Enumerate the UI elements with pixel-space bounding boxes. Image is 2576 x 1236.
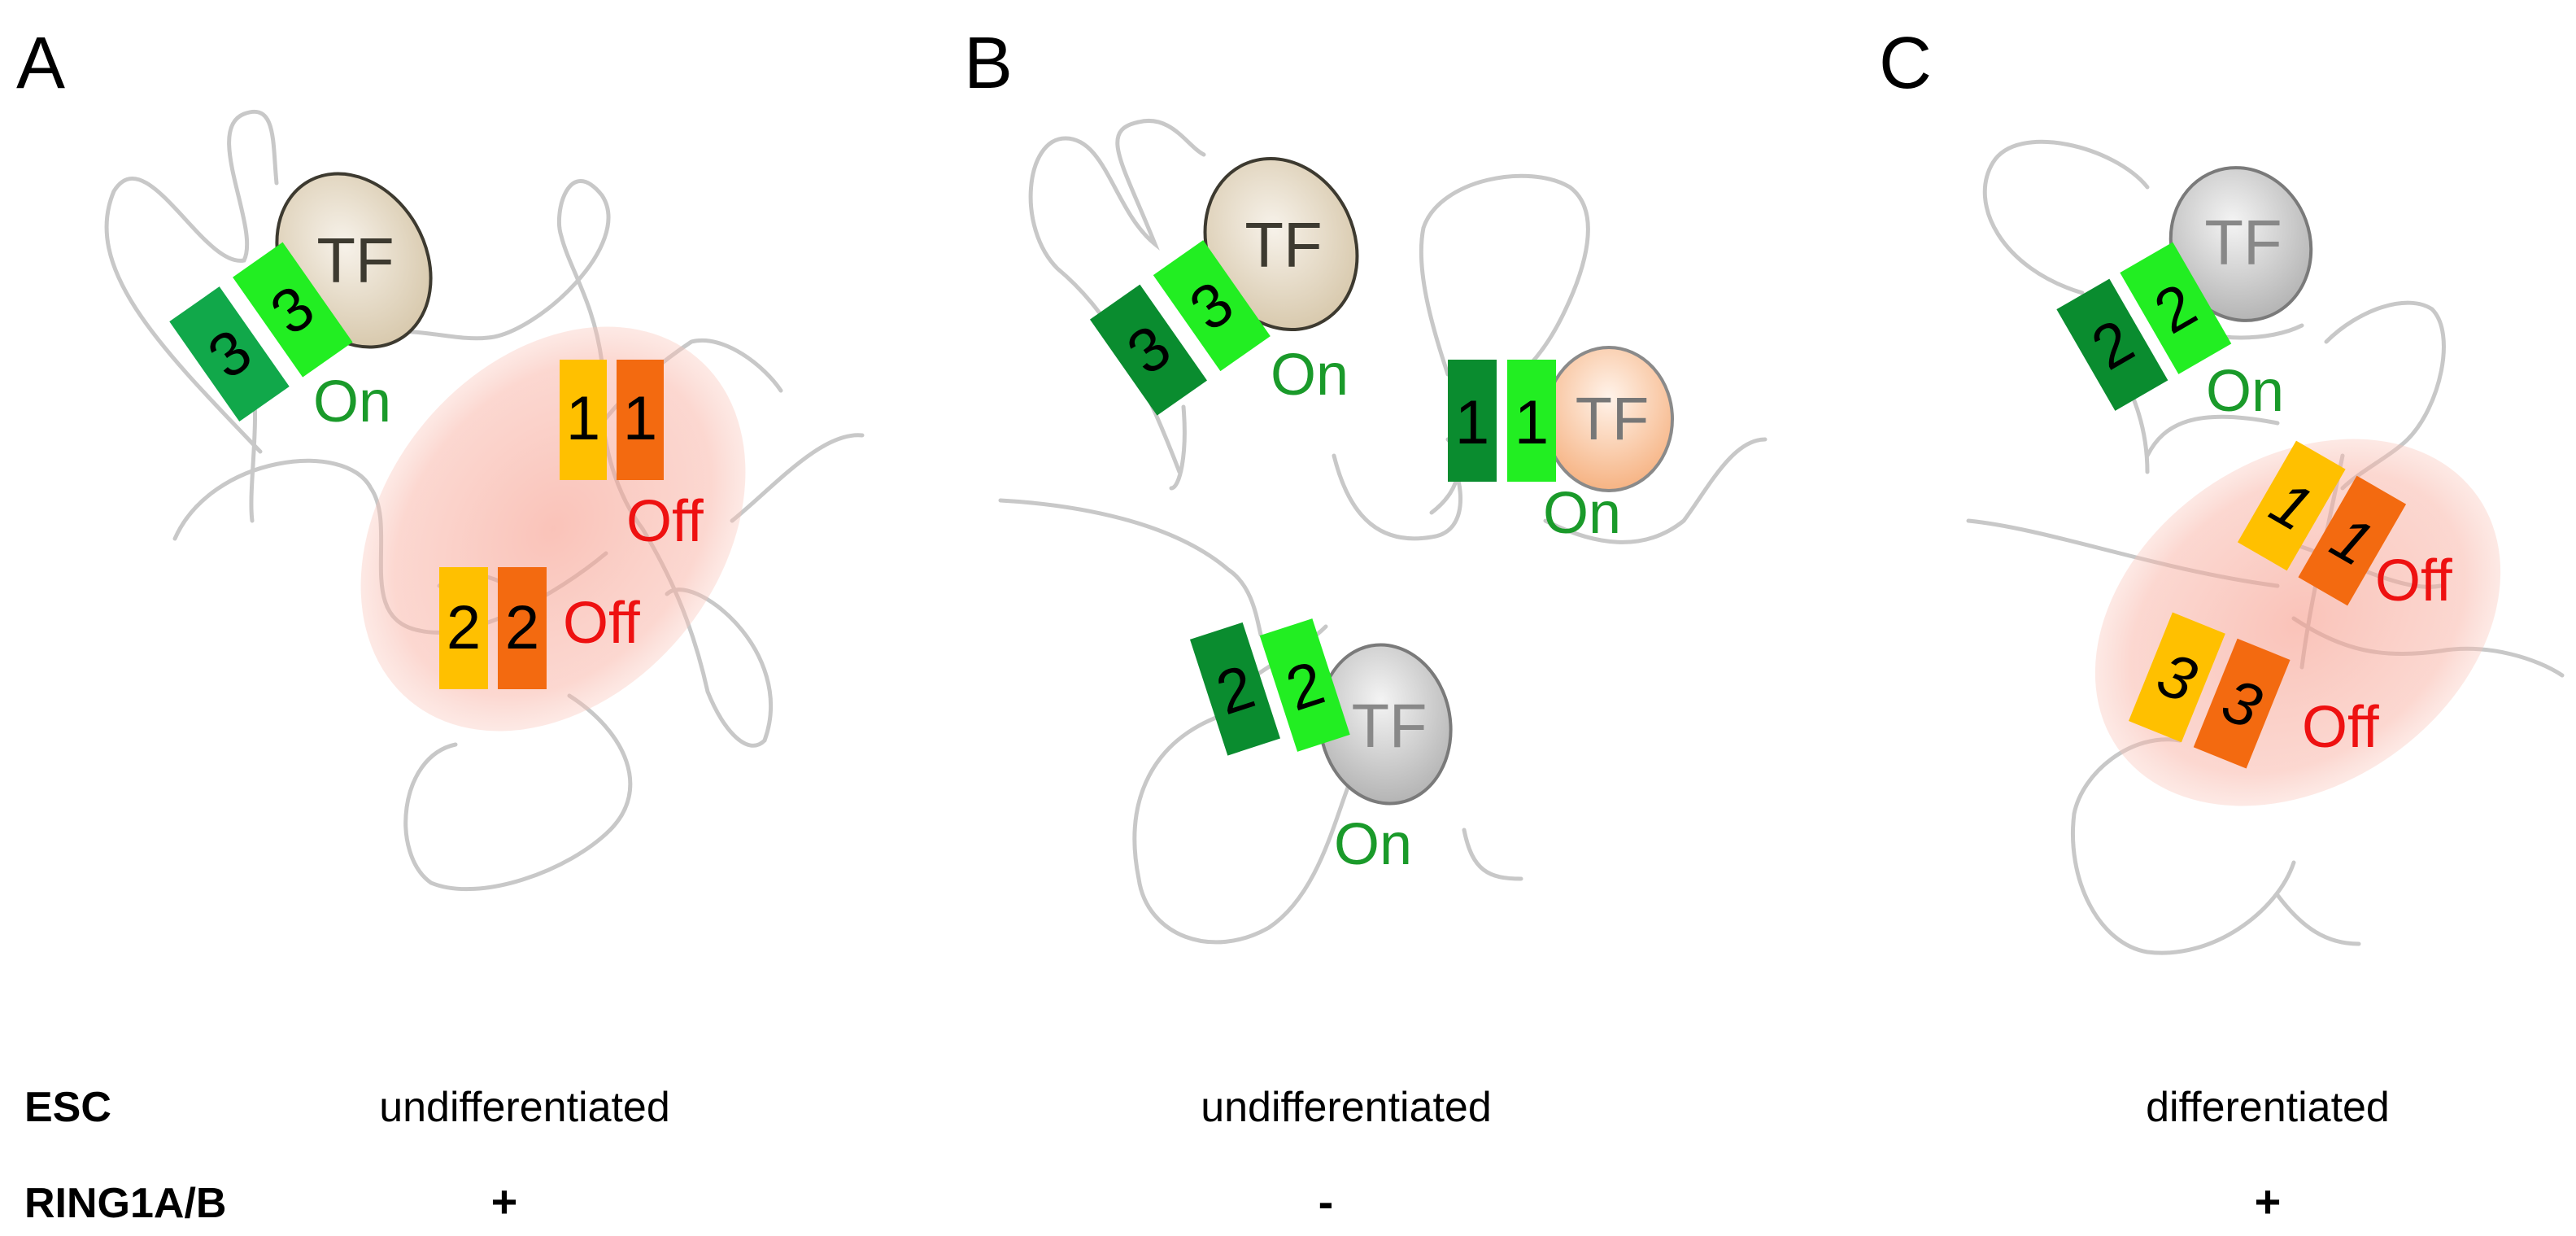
polycomb-domain [2094,439,2501,806]
on-label: On [2206,359,2284,424]
gene-box [2128,612,2225,743]
on-label: On [313,369,391,435]
gene-box [560,360,607,480]
gene-box [617,360,664,480]
tf-bubble-b2: TF [1544,346,1674,492]
tf-bubble-c: TF [2168,166,2313,322]
esc-row-label: ESC [24,1084,111,1131]
tf-label: TF [1352,692,1427,761]
panel-b: B TF 3 3 On TF [964,23,1767,945]
ring-value-c: + [2255,1176,2282,1227]
tf-label: TF [2204,207,2282,278]
panel-c: C TF 2 2 On 1 [1879,23,2565,955]
gene-pair-2-on: 2 2 [1189,618,1350,756]
gene-box [2056,278,2168,411]
gene-pair-1-off: 1 1 [560,360,664,480]
gene-box [1507,360,1556,482]
tf-label: TF [1576,385,1649,452]
gene-pair-1-on: 1 1 [1448,360,1556,482]
tf-bubble-b1: TF [1203,156,1359,332]
off-label: Off [626,489,704,554]
ring-value-b: - [1319,1176,1334,1227]
gene-box [439,567,488,689]
gene-box [498,567,547,689]
off-label: Off [2302,695,2380,760]
off-label: Off [563,591,641,656]
gene-box [1448,360,1497,482]
chromatin-fiber [998,118,1767,945]
esc-value-b: undifferentiated [1201,1084,1492,1131]
gene-box [1189,622,1280,756]
on-label: On [1271,343,1349,408]
gene-box [169,286,290,422]
panel-a: A TF 3 3 On 1 1 [16,23,865,892]
gene-box [1089,284,1208,416]
gene-pair-3-off: 3 3 [2128,612,2291,769]
gene-box [233,242,353,378]
gene-box [2237,440,2346,571]
panel-a-letter: A [16,23,65,104]
gene-pair-3-on: 3 3 [169,242,353,422]
off-label: Off [2375,548,2453,614]
condition-table: ESC undifferentiated undifferentiated di… [24,1084,2390,1227]
panel-c-letter: C [1879,23,1932,104]
esc-value-c: differentiated [2146,1084,2390,1131]
gene-box [2120,242,2232,374]
on-label: On [1334,812,1412,877]
ring-row-label: RING1A/B [24,1180,226,1227]
gene-box [1259,618,1350,752]
gene-box [2298,475,2407,606]
esc-value-a: undifferentiated [379,1084,670,1131]
gene-pair-1-off: 1 1 [2237,440,2407,606]
gene-number: 2 [447,593,481,662]
gene-number: 1 [566,384,600,453]
gene-box [2193,638,2291,769]
gene-number: 1 [1515,388,1549,457]
gene-pair-3-on: 3 3 [1089,240,1271,416]
gene-pair-2-off: 2 2 [439,567,547,689]
on-label: On [1543,481,1621,546]
panel-b-letter: B [964,23,1013,104]
gene-number: 1 [623,384,657,453]
gene-number: 2 [505,593,539,662]
tf-label: TF [316,225,394,296]
gene-number: 1 [1455,388,1489,457]
ring-value-a: + [491,1176,518,1227]
gene-box [1153,240,1271,372]
tf-label: TF [1244,209,1322,281]
